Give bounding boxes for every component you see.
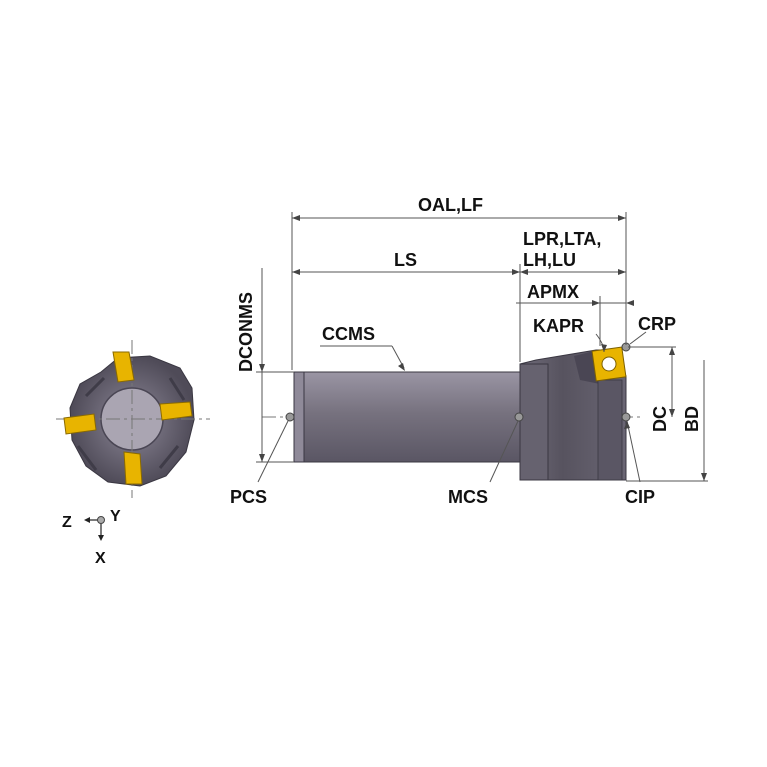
axis-y-label: Y bbox=[110, 508, 121, 525]
ls-label: LS bbox=[394, 250, 417, 270]
cip-callout: CIP bbox=[624, 420, 655, 507]
cip-point bbox=[621, 412, 631, 422]
dim-ls: LS bbox=[292, 250, 521, 362]
bd-label: BD bbox=[682, 406, 702, 432]
dim-apmx: APMX bbox=[516, 282, 634, 346]
cutter-head bbox=[519, 346, 627, 481]
pcs-point bbox=[285, 412, 295, 422]
axis-x-label: X bbox=[95, 550, 106, 567]
dim-oal-lf: OAL,LF bbox=[291, 195, 627, 370]
ccms-label: CCMS bbox=[322, 324, 375, 344]
ccms-callout: CCMS bbox=[320, 324, 405, 371]
dim-dconms: DCONMS bbox=[236, 268, 294, 463]
insert-right bbox=[159, 401, 193, 421]
kapr-label: KAPR bbox=[533, 316, 584, 336]
insert-bottom bbox=[123, 451, 143, 485]
mcs-point bbox=[514, 412, 524, 422]
dc-label: DC bbox=[650, 406, 670, 432]
oal-lf-label: OAL,LF bbox=[418, 195, 483, 215]
crp-label: CRP bbox=[638, 314, 676, 334]
mcs-callout: MCS bbox=[448, 420, 519, 507]
insert-screw bbox=[601, 356, 617, 372]
end-view bbox=[56, 340, 210, 498]
lpr-lta-label: LPR,LTA, bbox=[523, 229, 601, 249]
dconms-label: DCONMS bbox=[236, 292, 256, 372]
dim-dc-bd: DC BD bbox=[626, 346, 708, 482]
pcs-callout: PCS bbox=[230, 420, 289, 507]
insert-top bbox=[112, 351, 135, 383]
crp-callout: CRP bbox=[629, 314, 676, 345]
axis-z-label: Z bbox=[62, 514, 72, 531]
lh-lu-label: LH,LU bbox=[523, 250, 576, 270]
apmx-label: APMX bbox=[527, 282, 579, 302]
axis-indicator: Z Y X bbox=[62, 508, 121, 567]
dim-lpr-lta-lh-lu: LPR,LTA, LH,LU bbox=[520, 229, 626, 275]
pcs-label: PCS bbox=[230, 487, 267, 507]
insert-left bbox=[63, 413, 97, 435]
shank bbox=[293, 371, 521, 463]
dim-kapr: KAPR bbox=[533, 316, 607, 353]
cip-label: CIP bbox=[625, 487, 655, 507]
mcs-label: MCS bbox=[448, 487, 488, 507]
